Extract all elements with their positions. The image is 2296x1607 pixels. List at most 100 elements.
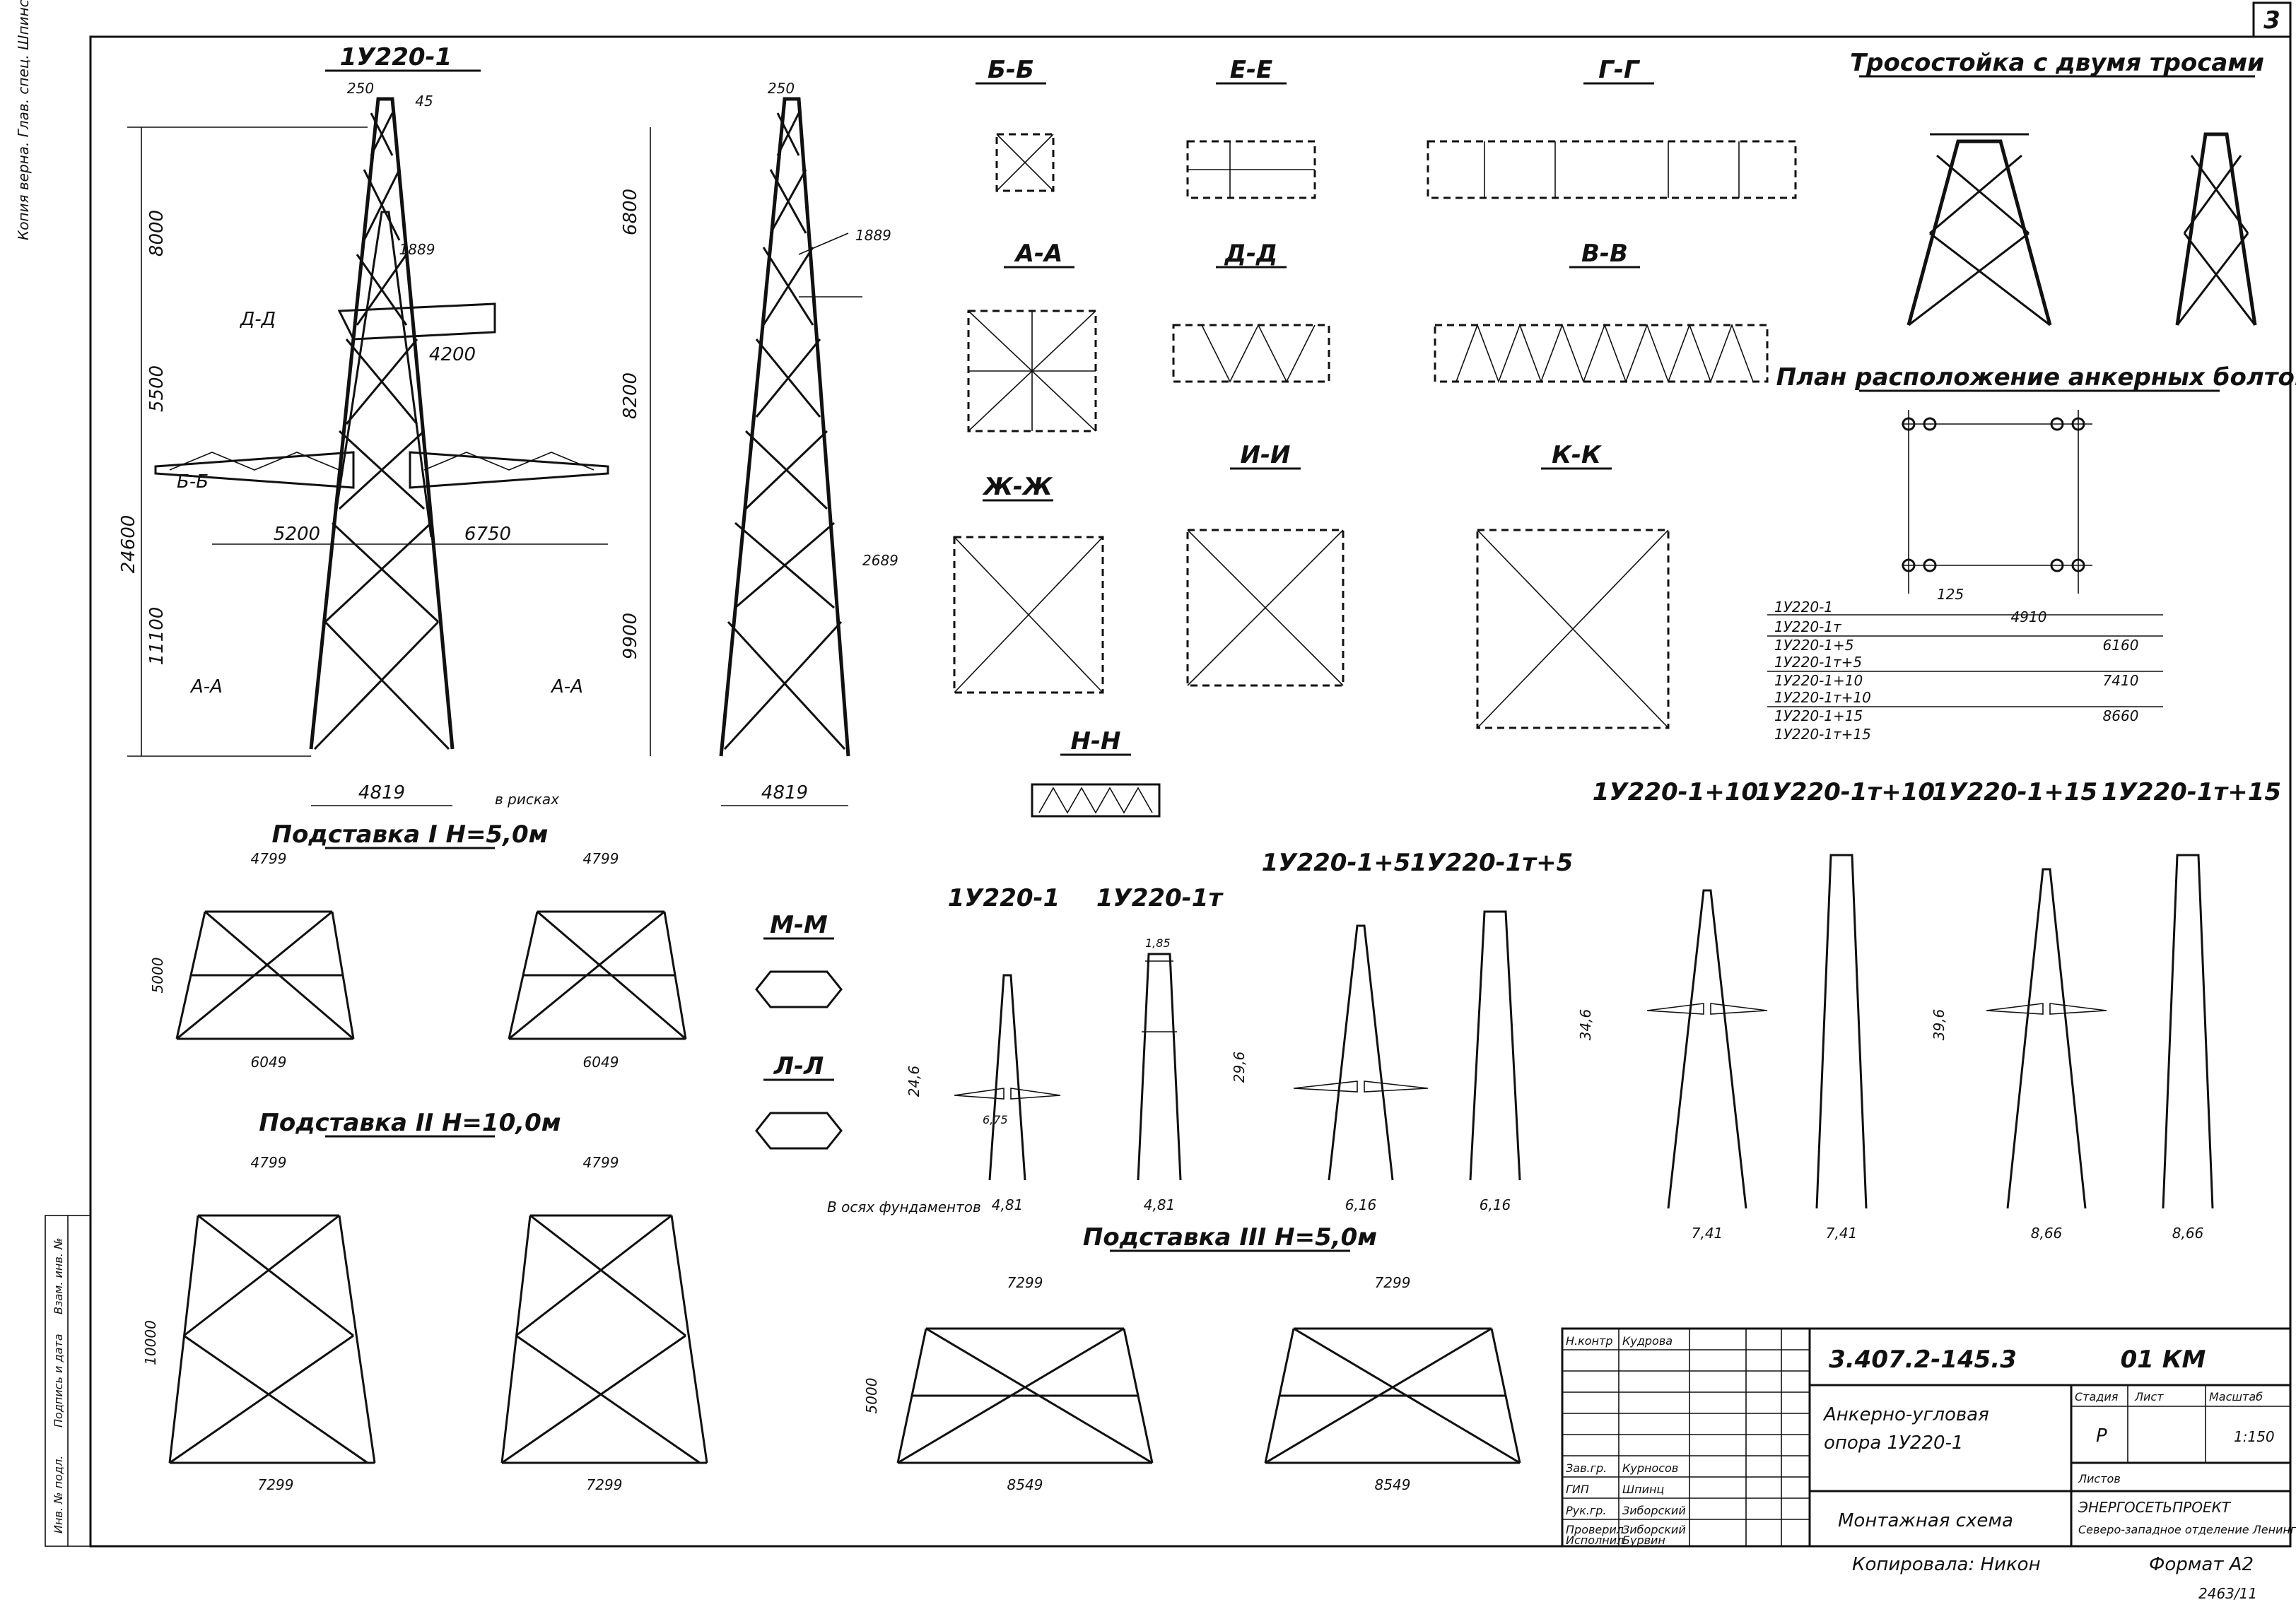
- section-vv-title: В-В: [1581, 240, 1628, 268]
- sheet-code: 01 КМ: [2121, 1346, 2206, 1374]
- sig-name-4: Зиборский: [1622, 1504, 1686, 1517]
- tower-front-view: 1У220-1 24600 11100 5500 8000 6800 8200 …: [118, 43, 651, 808]
- variant-1p15-title: 1У220-1+15: [1932, 778, 2097, 806]
- dim-6750: 6750: [464, 524, 511, 545]
- dim-4200: 4200: [429, 344, 476, 365]
- sheets-label: Листов: [2078, 1472, 2121, 1485]
- copied-by: Копировала: Никон: [1852, 1554, 2041, 1575]
- variant-1: 1У220-1 24,6 4,81 6,75: [906, 884, 1061, 1213]
- anchor-dim-7410: 7410: [2103, 672, 2139, 689]
- variant-1tp15-base: 8,66: [2172, 1225, 2204, 1242]
- dim-4819: 4819: [358, 782, 405, 804]
- dim-250: 250: [347, 80, 374, 97]
- drawing-subtitle: Монтажная схема: [1838, 1510, 2013, 1531]
- section-ee: Е-Е: [1186, 56, 1316, 199]
- anchor-dim-6160: 6160: [2103, 637, 2139, 654]
- guy-tower-title: Тросостойка с двумя тросами: [1850, 49, 2264, 77]
- section-zhzh-title: Ж-Ж: [982, 473, 1053, 501]
- sig-name-6: Бурвин: [1622, 1534, 1665, 1547]
- variant-1tp15-title: 1У220-1т+15: [2102, 778, 2281, 806]
- substand-3-a: Подставка III H=5,0м 7299 8549 5000: [863, 1223, 1377, 1493]
- strip-inv: Инв. № подл.: [52, 1456, 65, 1534]
- variant-1-cross: 6,75: [983, 1113, 1008, 1126]
- section-bb: Б-Б: [976, 56, 1055, 192]
- dim-5500: 5500: [146, 365, 168, 412]
- anchor-type-3: 1У220-1+5: [1774, 637, 1854, 654]
- dim-45: 45: [415, 93, 433, 110]
- substand-1-top: 4799: [251, 850, 287, 867]
- dim-24600: 24600: [118, 515, 139, 574]
- substand-1-b: 4799 6049: [508, 850, 687, 1071]
- anchor-dim-8660: 8660: [2103, 707, 2139, 724]
- section-nn: Н-Н: [1031, 727, 1161, 818]
- section-mark-d: Д-Д: [240, 309, 276, 330]
- substand-3-height: 5000: [863, 1378, 880, 1414]
- variant-1p5-title: 1У220-1+5: [1262, 849, 1411, 877]
- section-aa-title: А-А: [1014, 240, 1063, 268]
- substand-2b-bottom: 7299: [587, 1476, 623, 1493]
- sheet-label: Лист: [2134, 1390, 2164, 1403]
- strip-replace: Взам. инв. №: [52, 1237, 65, 1314]
- anchor-type-6: 1У220-1т+10: [1774, 689, 1871, 706]
- name-line-1: Анкерно-угловая: [1822, 1404, 1989, 1425]
- dim-8000: 8000: [146, 210, 168, 257]
- anchor-type-4: 1У220-1т+5: [1774, 654, 1862, 671]
- anchor-type-8: 1У220-1т+15: [1774, 726, 1871, 743]
- substand-1-a: Подставка I H=5,0м 4799 6049 5000: [149, 820, 548, 1071]
- side-dim-4819: 4819: [761, 782, 808, 804]
- substand-1-title: Подставка I H=5,0м: [272, 820, 549, 849]
- sig-role-6: Исполнил: [1566, 1534, 1624, 1547]
- variant-1p10-title: 1У220-1+10: [1593, 778, 1758, 806]
- foundation-axes-label: В осях фундаментов: [827, 1199, 981, 1215]
- section-bb-title: Б-Б: [988, 56, 1034, 84]
- anchor-type-7: 1У220-1+15: [1774, 707, 1863, 724]
- variant-1tp5-base: 6,16: [1480, 1196, 1511, 1213]
- section-mark-a: А-А: [189, 676, 223, 697]
- variant-1tp10-base: 7,41: [1826, 1225, 1858, 1242]
- sig-name-2: Курносов: [1622, 1461, 1678, 1475]
- variant-1tp5: 1У220-1т+5 6,16: [1410, 849, 1573, 1213]
- substand-2-top: 4799: [251, 1154, 287, 1171]
- variant-1-height: 24,6: [906, 1066, 922, 1097]
- scale-label: Масштаб: [2209, 1390, 2263, 1403]
- section-dd-title: Д-Д: [1224, 240, 1278, 268]
- tower-side-view: 4819 250 1889 2689: [719, 80, 898, 806]
- in-risks-label: в рисках: [495, 791, 559, 808]
- variant-1tp15: 1У220-1т+15 8,66: [2102, 778, 2281, 1242]
- variant-1p5-height: 29,6: [1231, 1052, 1248, 1083]
- variant-1t-base: 4,81: [1144, 1196, 1176, 1213]
- section-gg: Г-Г: [1427, 56, 1797, 199]
- doc-code: 3.407.2-145.3: [1829, 1346, 2017, 1374]
- variant-1tp10-title: 1У220-1т+10: [1755, 778, 1935, 806]
- section-kk: К-К: [1476, 441, 1670, 729]
- side-note: Копия верна. Глав. спец. Шпинсах: [15, 0, 32, 240]
- substand-3b-bottom: 8549: [1375, 1476, 1411, 1493]
- substand-3b-top: 7299: [1375, 1274, 1411, 1291]
- section-aa: А-А: [967, 240, 1097, 432]
- substand-2-title: Подставка II H=10,0м: [259, 1109, 561, 1137]
- substand-1-bottom: 6049: [251, 1054, 287, 1071]
- side-dim-2689: 2689: [862, 552, 898, 569]
- sig-role-3: ГИП: [1566, 1483, 1589, 1496]
- substand-1-height: 5000: [149, 958, 166, 994]
- sig-role-4: Рук.гр.: [1566, 1504, 1607, 1517]
- org-sub: Северо-западное отделение Ленинград: [2078, 1523, 2296, 1536]
- substand-2-height: 10000: [142, 1320, 159, 1365]
- anchor-dim-4910: 4910: [2011, 608, 2047, 625]
- variant-1p10-base: 7,41: [1692, 1225, 1723, 1242]
- dim-1889: 1889: [399, 241, 435, 258]
- section-gg-title: Г-Г: [1598, 56, 1641, 84]
- variant-1-base: 4,81: [992, 1196, 1024, 1213]
- substand-2b-top: 4799: [583, 1154, 619, 1171]
- section-ll-title: Л-Л: [773, 1052, 824, 1081]
- stage-label: Стадия: [2075, 1390, 2119, 1403]
- org-name: ЭНЕРГОСЕТЬПРОЕКТ: [2078, 1499, 2232, 1516]
- side-dim-250: 250: [768, 80, 795, 97]
- substand-2-b: 4799 7299: [500, 1154, 708, 1493]
- section-dd: Д-Д: [1172, 240, 1330, 383]
- anchor-type-5: 1У220-1+10: [1774, 672, 1863, 689]
- section-ll: Л-Л: [755, 1052, 843, 1150]
- section-mm: М-М: [755, 911, 843, 1008]
- substand-2-bottom: 7299: [258, 1476, 294, 1493]
